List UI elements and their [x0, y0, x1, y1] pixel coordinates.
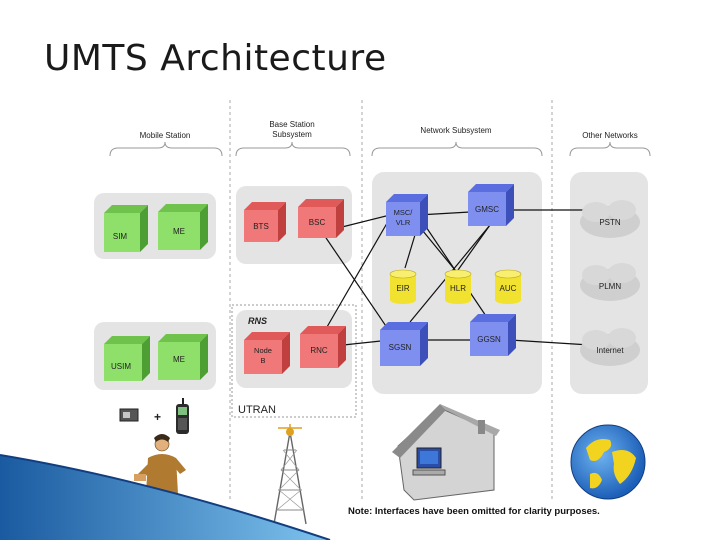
- plmn-label: PLMN: [599, 282, 621, 291]
- bsc-box: BSC: [298, 199, 344, 238]
- bss-label-line2: Subsystem: [272, 130, 312, 139]
- mobile-station-label: Mobile Station: [140, 131, 191, 140]
- msc-label: MSC/: [394, 208, 414, 217]
- slide-title: UMTS Architecture: [44, 38, 387, 79]
- radio-tower-icon: [273, 424, 307, 525]
- ggsn-box: GGSN: [470, 314, 516, 356]
- utran-label: UTRAN: [238, 404, 276, 416]
- node-b-label-line2: B: [260, 356, 265, 365]
- usim-label: USIM: [111, 362, 131, 371]
- sim-label: SIM: [113, 232, 128, 241]
- msc-vlr-box: MSC/ VLR: [386, 194, 428, 236]
- hlr-db: HLR: [444, 269, 472, 304]
- me-top-label: ME: [173, 227, 185, 236]
- decorative-swoosh: [0, 455, 330, 540]
- node-b-label-line1: Node: [254, 346, 272, 355]
- hlr-label: HLR: [450, 284, 466, 293]
- sgsn-label: SGSN: [389, 343, 412, 352]
- decorative-swoosh-edge: [0, 454, 331, 540]
- auc-db: AUC: [494, 269, 522, 304]
- me-bottom-box: ME: [158, 334, 208, 380]
- network-subsystem-label: Network Subsystem: [420, 126, 491, 135]
- bsc-label: BSC: [309, 218, 326, 227]
- footnote: Note: Interfaces have been omitted for c…: [348, 506, 600, 517]
- network-subsystem-brace: [371, 141, 543, 157]
- internet-cloud: Internet: [580, 328, 640, 366]
- me-bottom-label: ME: [173, 355, 185, 364]
- plmn-cloud: PLMN: [580, 263, 640, 301]
- person-icon: [134, 434, 186, 500]
- node-b-box: Node B: [244, 332, 290, 374]
- bss-label-line1: Base Station: [269, 120, 314, 129]
- ggsn-label: GGSN: [477, 335, 501, 344]
- other-networks-label: Other Networks: [582, 131, 638, 140]
- me-top-box: ME: [158, 204, 208, 250]
- mobile-station-brace: [109, 141, 223, 157]
- pstn-label: PSTN: [599, 218, 621, 227]
- gmsc-box: GMSC: [468, 184, 514, 226]
- auc-label: AUC: [500, 284, 517, 293]
- mobile-phone-icon: [176, 398, 189, 434]
- other-networks-brace: [569, 141, 651, 157]
- sgsn-box: SGSN: [380, 322, 428, 366]
- bss-brace: [235, 141, 351, 157]
- rnc-box: RNC: [300, 326, 346, 368]
- eir-db: EIR: [389, 269, 417, 304]
- sim-box: SIM: [104, 205, 148, 252]
- utran-box: [231, 304, 357, 418]
- usim-box: USIM: [104, 336, 150, 381]
- sim-card-icon: [119, 408, 139, 422]
- plus-sign: +: [154, 410, 161, 424]
- pstn-cloud: PSTN: [580, 200, 640, 238]
- house-icon: [392, 404, 500, 501]
- gmsc-label: GMSC: [475, 205, 499, 214]
- rnc-label: RNC: [310, 346, 328, 355]
- vlr-label: VLR: [396, 218, 411, 227]
- eir-label: EIR: [396, 284, 410, 293]
- globe-icon: [570, 424, 646, 500]
- rns-label: RNS: [248, 316, 267, 326]
- bts-box: BTS: [244, 202, 286, 242]
- internet-label: Internet: [596, 346, 624, 355]
- bts-label: BTS: [253, 222, 269, 231]
